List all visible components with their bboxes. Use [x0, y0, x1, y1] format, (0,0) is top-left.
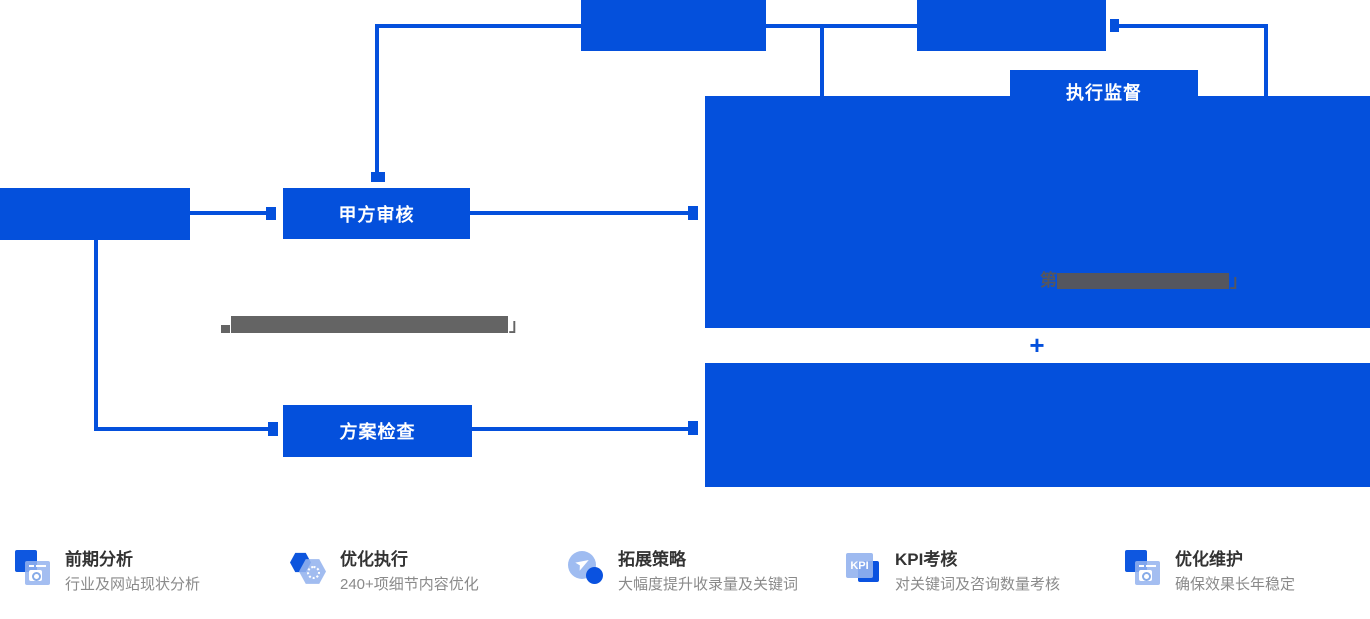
- feature-title: 拓展策略: [618, 550, 686, 569]
- connector-square: [266, 207, 276, 220]
- plus-sign: +: [1029, 330, 1045, 360]
- analysis-doc-search-icon: [15, 549, 52, 587]
- flow-line: [94, 427, 268, 431]
- flow-line: [94, 240, 98, 431]
- redaction-bar: [1057, 273, 1229, 289]
- connector-square: [268, 422, 278, 436]
- feature-item-maintenance: 优化维护 确保效果长年稳定: [1125, 549, 1295, 594]
- feature-item-optimization: 优化执行 240+项细节内容优化: [290, 549, 479, 594]
- top-left-box: [581, 0, 766, 51]
- party-a-review-box: 甲方审核: [283, 188, 470, 239]
- redacted-note-suffix: 」: [509, 316, 526, 335]
- top-right-box: [917, 0, 1106, 51]
- connector-square: [688, 421, 698, 435]
- feature-subtitle: 对关键词及咨询数量考核: [895, 576, 1061, 593]
- flow-line: [377, 24, 581, 28]
- feature-subtitle: 行业及网站现状分析: [65, 576, 201, 593]
- left-box: [0, 188, 190, 240]
- flow-line: [190, 211, 266, 215]
- redaction-fragment: [221, 325, 230, 333]
- flow-line: [820, 26, 824, 96]
- feature-title: 优化执行: [340, 550, 408, 569]
- feature-title: 前期分析: [65, 550, 133, 569]
- flow-line: [1264, 24, 1268, 96]
- flow-line: [766, 24, 917, 28]
- feature-item-analysis: 前期分析 行业及网站现状分析: [15, 549, 200, 594]
- feature-subtitle: 确保效果长年稳定: [1175, 576, 1296, 593]
- big-box-top: [705, 96, 1370, 328]
- execution-supervision-box: 执行监督: [1010, 70, 1198, 113]
- redacted-note-mid: 」: [221, 315, 526, 334]
- redacted-note-suffix: 」: [1230, 272, 1247, 291]
- big-box-bottom: [705, 363, 1370, 487]
- feature-subtitle: 大幅度提升收录量及关键词: [618, 576, 799, 593]
- redaction-bar: [231, 316, 508, 333]
- feature-item-expansion: 拓展策略 大幅度提升收录量及关键词: [568, 549, 798, 594]
- plan-inspection-box: 方案检查: [283, 405, 472, 457]
- kpi-badge-label: KPI: [846, 553, 873, 578]
- maintenance-doc-search-icon: [1125, 549, 1162, 587]
- flow-line: [470, 211, 688, 215]
- flow-line: [472, 427, 688, 431]
- feature-item-kpi: KPI KPI考核 对关键词及咨询数量考核: [845, 549, 1060, 594]
- optimization-hex-gear-icon: [290, 549, 327, 587]
- connector-square: [688, 206, 698, 220]
- feature-title: 优化维护: [1175, 550, 1243, 569]
- feature-subtitle: 240+项细节内容优化: [340, 576, 479, 593]
- flow-line: [1119, 24, 1268, 28]
- kpi-badge-icon: KPI: [845, 549, 882, 587]
- feature-title: KPI考核: [895, 550, 958, 569]
- connector-square: [1110, 19, 1119, 32]
- flow-line: [375, 24, 379, 172]
- redacted-note-on-box: 第 」: [1040, 271, 1247, 291]
- redacted-note-prefix: 第: [1040, 271, 1057, 290]
- connector-square: [371, 172, 385, 182]
- expansion-circles-icon: [568, 549, 605, 587]
